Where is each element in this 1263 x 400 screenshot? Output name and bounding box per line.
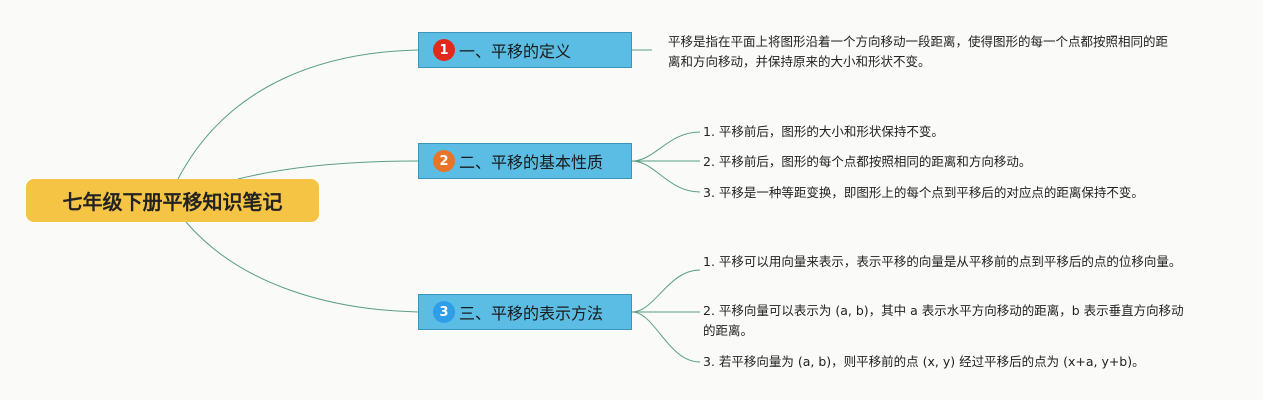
number-badge-icon: 3 — [433, 301, 455, 323]
leaf-definition[interactable]: 平移是指在平面上将图形沿着一个方向移动一段距离，使得图形的每一个点都按照相同的距… — [668, 34, 1169, 69]
branch-label: 三、平移的表示方法 — [459, 304, 604, 323]
link-properties-to-leaf-3 — [631, 160, 701, 193]
leaf-property-1[interactable]: 1. 平移前后，图形的大小和形状保持不变。 — [703, 124, 944, 139]
leaf-property-2[interactable]: 2. 平移前后，图形的每个点都按照相同的距离和方向移动。 — [703, 154, 1032, 169]
branch-representation[interactable]: 3 三、平移的表示方法 — [418, 294, 632, 330]
branch-label: 一、平移的定义 — [459, 42, 572, 61]
leaf-representation-3[interactable]: 3. 若平移向量为 (a, b)，则平移前的点 (x, y) 经过平移后的点为 … — [703, 354, 1145, 369]
leaf-representation-1[interactable]: 1. 平移可以用向量来表示，表示平移的向量是从平移前的点到平移后的点的位移向量。 — [703, 254, 1182, 269]
branch-label: 二、平移的基本性质 — [459, 153, 604, 172]
number-badge-icon: 2 — [433, 150, 455, 172]
link-root-to-definition — [177, 49, 419, 180]
link-representation-to-leaf-3 — [631, 311, 701, 363]
link-root-to-representation — [185, 221, 419, 313]
link-properties-to-leaf-1 — [631, 131, 701, 162]
branch-definition[interactable]: 1 一、平移的定义 — [418, 32, 632, 68]
leaf-property-3[interactable]: 3. 平移是一种等距变换，即图形上的每个点到平移后的对应点的距离保持不变。 — [703, 185, 1144, 200]
number-badge-icon: 1 — [433, 39, 455, 61]
link-representation-to-leaf-1 — [631, 269, 701, 313]
link-root-to-properties — [237, 160, 419, 180]
root-topic[interactable]: 七年级下册平移知识笔记 — [26, 179, 319, 222]
root-topic-label: 七年级下册平移知识笔记 — [62, 190, 283, 214]
branch-properties[interactable]: 2 二、平移的基本性质 — [418, 143, 632, 179]
leaf-representation-2[interactable]: 2. 平移向量可以表示为 (a, b)，其中 a 表示水平方向移动的距离，b 表… — [703, 303, 1184, 338]
